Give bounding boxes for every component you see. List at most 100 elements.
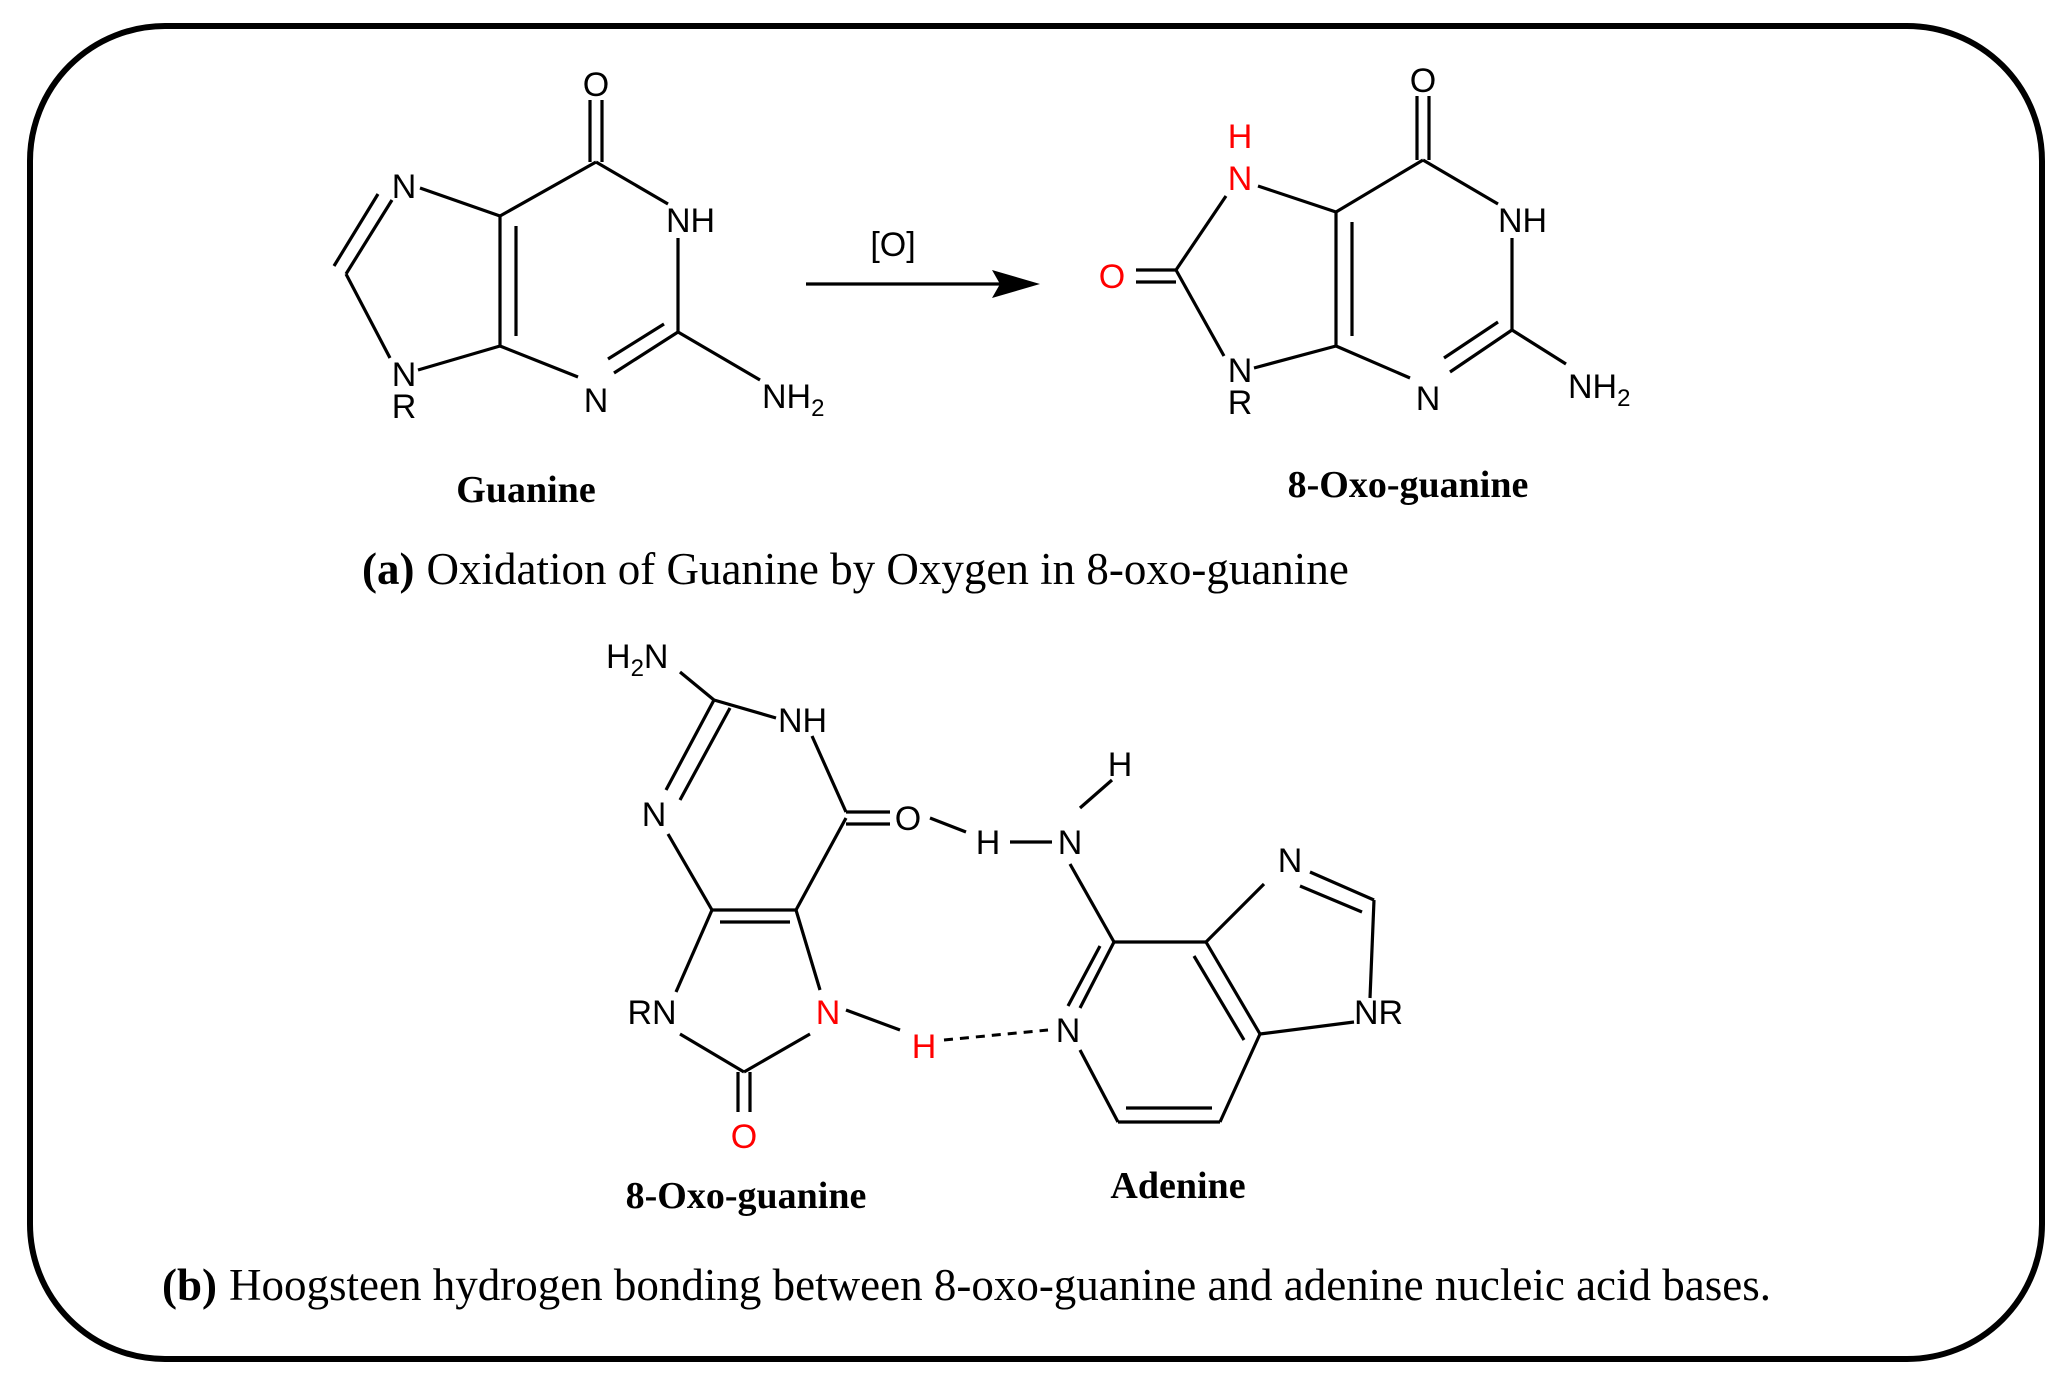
guanine-structure [332, 100, 761, 382]
bond [713, 698, 777, 720]
atom-NH2: NH2 [762, 378, 824, 422]
atom-H-red: H [912, 1028, 937, 1066]
atom-NH: NH [666, 202, 715, 240]
caption-a: (a)Oxidation of Guanine by Oxygen in 8-o… [362, 544, 1349, 594]
atom-H: H [976, 824, 1001, 862]
oxoguanine-product-name: 8-Oxo-guanine [1288, 464, 1529, 506]
bond [499, 344, 579, 379]
atom-N: N [642, 796, 667, 834]
atom-N: N [1058, 824, 1083, 862]
bond [810, 735, 848, 813]
atom-NH2-main: NH [762, 378, 811, 416]
atom-H-red: H [1228, 118, 1253, 156]
bond [613, 330, 679, 375]
bond [664, 699, 716, 791]
bond [678, 670, 716, 702]
atom-NH2: NH2 [1568, 368, 1630, 412]
bond [1259, 1020, 1355, 1036]
bond [417, 344, 501, 372]
bond [1192, 955, 1246, 1041]
bond [1299, 884, 1363, 914]
adenine-atom-labels: N N NR [1056, 842, 1403, 1050]
atom-NH2-main: NH [1568, 368, 1617, 406]
bond [344, 273, 392, 359]
oxoguanine-product-atom-labels: O H N NH O N R N NH2 [1099, 62, 1631, 422]
atom-N: N [1056, 1012, 1081, 1050]
bond [678, 707, 732, 801]
bond [1422, 158, 1499, 206]
atom-N: N [1416, 380, 1441, 418]
bond [595, 160, 669, 206]
adenine-name: Adenine [1110, 1165, 1245, 1207]
caption-a-text: Oxidation of Guanine by Oxygen in 8-oxo-… [426, 544, 1348, 594]
bond [1174, 269, 1226, 357]
atom-O: O [583, 66, 609, 104]
atom-O: O [895, 800, 921, 838]
bond [677, 330, 761, 382]
atom-N-red: N [1228, 160, 1253, 198]
bond [607, 322, 665, 361]
atom-O-red: O [1099, 258, 1125, 296]
bond [344, 199, 394, 275]
atom-O-red: O [731, 1118, 757, 1156]
bond [743, 1032, 811, 1074]
bond [1335, 344, 1411, 380]
atom-N: N [1228, 352, 1253, 390]
bond [679, 1032, 745, 1074]
atom-H2N-sub: 2 [631, 655, 644, 682]
bond [1078, 778, 1114, 810]
bond [1204, 882, 1266, 944]
bond [1257, 184, 1337, 214]
bond [419, 186, 501, 218]
atom-H: H [1108, 746, 1133, 784]
bond [1174, 195, 1228, 271]
oxoguanine-pair-structure [664, 670, 1114, 1112]
caption-b-label: (b) [162, 1260, 217, 1310]
bond [794, 817, 848, 911]
oxoguanine-pair-name: 8-Oxo-guanine [626, 1175, 867, 1217]
atom-N: N [392, 356, 417, 394]
bond [1511, 328, 1567, 366]
atom-NH: NH [778, 702, 827, 740]
atom-N-red: N [816, 994, 841, 1032]
atom-N: N [392, 168, 417, 206]
caption-b-text: Hoogsteen hydrogen bonding between 8-oxo… [229, 1260, 1771, 1310]
bond [1068, 863, 1116, 943]
bond [1078, 1049, 1120, 1123]
atom-N: N [1278, 842, 1303, 880]
atom-NH: NH [1498, 202, 1547, 240]
bond [1335, 158, 1424, 214]
atom-RN: RN [627, 994, 676, 1032]
bond [1204, 941, 1262, 1035]
oxoguanine-product-structure [1136, 96, 1567, 380]
atom-R: R [392, 388, 417, 426]
bond [674, 909, 714, 993]
bond [1066, 945, 1102, 1007]
guanine-atom-labels: O N NH N R N NH2 [392, 66, 825, 426]
oxoguanine-pair-atom-labels: H2N NH N O RN N H O H N H [606, 638, 1132, 1156]
bond [1218, 1033, 1262, 1123]
bond [332, 193, 380, 267]
caption-a-label: (a) [362, 544, 414, 594]
atom-NH2-sub: 2 [1617, 385, 1630, 412]
bond [794, 909, 822, 991]
atom-H2N-N: N [644, 638, 669, 676]
bond [499, 160, 597, 218]
bond [1078, 941, 1116, 1009]
reaction-arrow: [O] [806, 226, 1040, 298]
atom-O: O [1410, 62, 1436, 100]
bond [929, 816, 967, 834]
bond [1449, 328, 1513, 374]
hydrogen-bond-dashed [943, 1028, 1049, 1042]
guanine-name: Guanine [456, 469, 595, 511]
bond [666, 833, 714, 911]
bond [1443, 320, 1499, 360]
atom-N: N [584, 382, 609, 420]
bond [1309, 870, 1375, 902]
atom-H2N: H2N [606, 638, 668, 682]
atom-R: R [1228, 384, 1253, 422]
atom-NR: NR [1354, 994, 1403, 1032]
caption-b: (b)Hoogsteen hydrogen bonding between 8-… [162, 1260, 1771, 1310]
